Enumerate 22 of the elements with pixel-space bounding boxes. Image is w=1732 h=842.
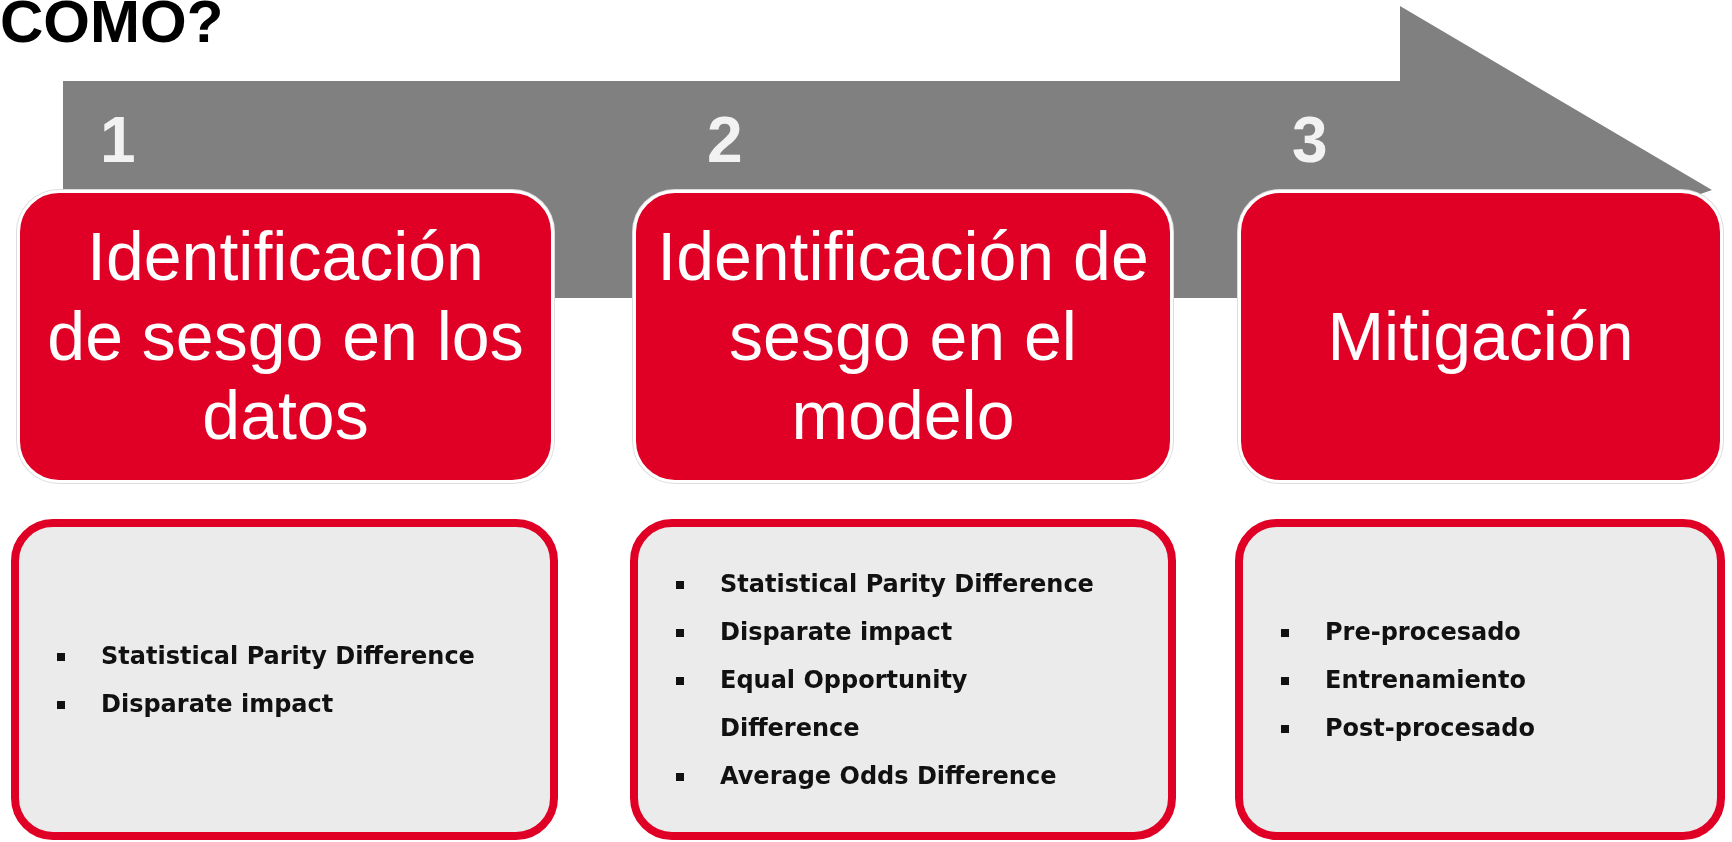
bullet-text: Equal Opportunity Difference <box>720 665 968 742</box>
bullet-text: Pre-procesado <box>1325 617 1521 646</box>
step-number: 2 <box>707 108 743 172</box>
step-title: Identificación de sesgo en el modelo <box>656 217 1150 456</box>
bullet-text: Post-procesado <box>1325 713 1535 742</box>
bullet-text: Statistical Parity Difference <box>101 641 475 670</box>
step-box <box>1238 190 1723 483</box>
step-number: 1 <box>100 108 136 172</box>
step-title: Mitigación <box>1326 296 1635 376</box>
bullet-text: Disparate impact <box>720 617 953 646</box>
step-box <box>17 190 554 483</box>
list-card <box>630 519 1176 840</box>
bullet-text: Statistical Parity Difference <box>720 569 1094 598</box>
bullet-text: Average Odds Difference <box>720 761 1057 790</box>
page-title: COMO? <box>0 0 224 52</box>
list-card <box>11 519 558 840</box>
step-title: Identificación de sesgo en los datos <box>46 217 525 456</box>
bullet-text: Entrenamiento <box>1325 665 1526 694</box>
step-number: 3 <box>1292 108 1328 172</box>
step-box <box>633 190 1173 483</box>
bullet-text: Disparate impact <box>101 689 334 718</box>
list-card <box>1235 519 1725 840</box>
